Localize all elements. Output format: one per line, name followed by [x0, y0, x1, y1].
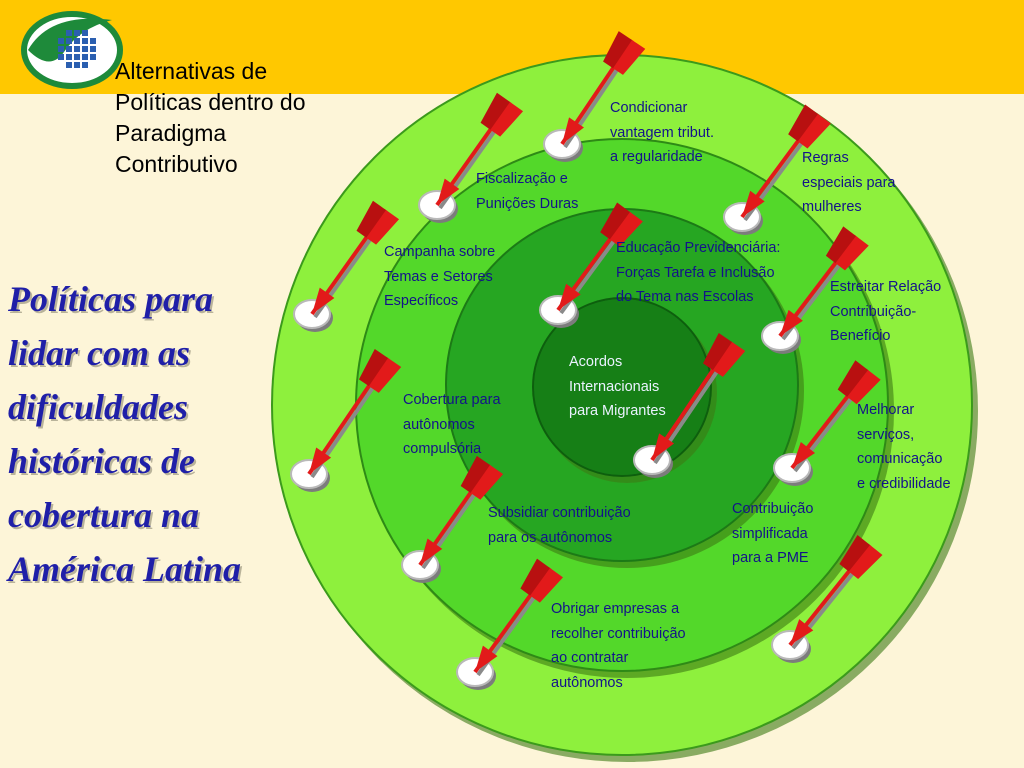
arrow-marker — [761, 226, 869, 354]
target-ring-core — [532, 297, 712, 477]
heading-line: lidar com as — [8, 333, 191, 373]
arrow-marker — [456, 558, 563, 690]
slide-title: Alternativas de Políticas dentro do Para… — [115, 56, 415, 180]
arrow-marker — [418, 92, 524, 223]
arrow-marker — [401, 455, 504, 583]
arrow-marker — [723, 104, 831, 235]
arrow-marker — [290, 348, 402, 492]
title-line: Paradigma — [115, 120, 227, 146]
arrow-marker — [539, 202, 643, 328]
heading-line: dificuldades — [8, 387, 188, 427]
title-line: Contributivo — [115, 151, 238, 177]
heading-line: cobertura na — [8, 495, 200, 535]
arrow-marker — [771, 535, 883, 663]
label-educacao: Educação Previdenciária:Forças Tarefa e … — [616, 240, 781, 305]
side-heading: Políticas para lidar com as dificuldades… — [8, 272, 308, 596]
heading-line: América Latina — [8, 549, 241, 589]
arrow-marker — [543, 31, 646, 162]
title-line: Políticas dentro do — [115, 89, 306, 115]
arrow-marker — [633, 333, 746, 478]
arrow-marker — [773, 360, 881, 486]
title-line: Alternativas de — [115, 58, 268, 84]
heading-line: históricas de — [8, 441, 196, 481]
institution-logo — [21, 11, 123, 89]
heading-line: Políticas para — [8, 279, 213, 319]
arrow-marker — [293, 200, 400, 332]
